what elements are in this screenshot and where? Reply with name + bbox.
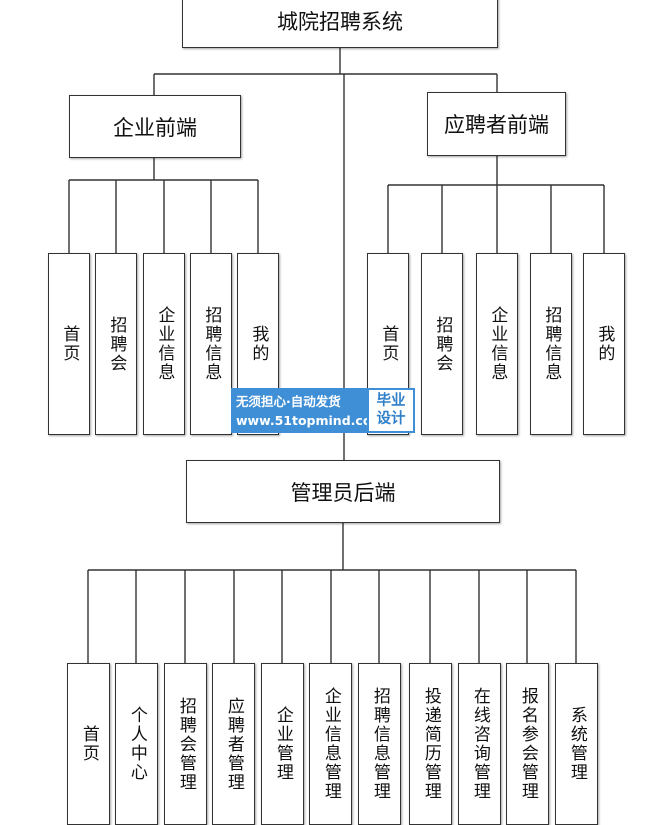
applicant-module-node: 招聘信息 bbox=[530, 253, 572, 435]
admin-module-label: 系统管理 bbox=[566, 706, 587, 782]
applicant-module-label: 我的 bbox=[594, 325, 615, 363]
applicant-module-node: 我的 bbox=[583, 253, 625, 435]
admin-module-node: 应聘者管理 bbox=[212, 663, 255, 825]
enterprise-module-label: 企业信息 bbox=[154, 306, 175, 382]
admin-module-label: 个人中心 bbox=[126, 706, 147, 782]
admin-module-node: 在线咨询管理 bbox=[458, 663, 501, 825]
watermark-badge: 无须担心·自动发货 www.51topmind.com 毕业 设计 bbox=[231, 388, 415, 433]
admin-module-label: 应聘者管理 bbox=[223, 696, 244, 792]
enterprise-module-label: 招聘会 bbox=[106, 315, 127, 373]
root-label: 城院招聘系统 bbox=[277, 10, 403, 34]
root-node: 城院招聘系统 bbox=[182, 0, 498, 48]
applicant-module-label: 企业信息 bbox=[487, 306, 508, 382]
watermark-logo-line: 设计 bbox=[376, 411, 406, 427]
admin-module-node: 企业管理 bbox=[261, 663, 304, 825]
enterprise-module-label: 我的 bbox=[248, 325, 269, 363]
admin-module-node: 招聘会管理 bbox=[164, 663, 207, 825]
admin-module-node: 投递简历管理 bbox=[409, 663, 452, 825]
admin-module-label: 投递简历管理 bbox=[420, 687, 441, 801]
admin-module-node: 个人中心 bbox=[115, 663, 158, 825]
applicant-module-node: 企业信息 bbox=[476, 253, 518, 435]
watermark-logo: 毕业 设计 bbox=[367, 388, 415, 433]
admin-module-label: 企业信息管理 bbox=[320, 687, 341, 801]
admin-backend-label: 管理员后端 bbox=[290, 480, 396, 505]
applicant-module-node: 招聘会 bbox=[421, 253, 463, 435]
admin-module-label: 招聘信息管理 bbox=[369, 687, 390, 801]
watermark-logo-line: 毕业 bbox=[376, 393, 406, 409]
applicant-module-label: 首页 bbox=[378, 325, 399, 363]
admin-module-node: 系统管理 bbox=[555, 663, 598, 825]
watermark-text: 无须担心·自动发货 www.51topmind.com bbox=[231, 388, 367, 433]
admin-module-node: 企业信息管理 bbox=[309, 663, 352, 825]
applicant-frontend-node: 应聘者前端 bbox=[427, 92, 566, 156]
admin-backend-node: 管理员后端 bbox=[186, 460, 500, 523]
enterprise-frontend-label: 企业前端 bbox=[113, 115, 197, 140]
enterprise-frontend-node: 企业前端 bbox=[69, 95, 241, 158]
admin-module-label: 首页 bbox=[78, 725, 99, 763]
applicant-module-label: 招聘信息 bbox=[541, 306, 562, 382]
admin-module-label: 报名参会管理 bbox=[517, 687, 538, 801]
enterprise-module-node: 招聘信息 bbox=[190, 253, 232, 435]
enterprise-module-label: 招聘信息 bbox=[201, 306, 222, 382]
admin-module-label: 在线咨询管理 bbox=[469, 687, 490, 801]
applicant-module-label: 招聘会 bbox=[432, 315, 453, 373]
watermark-slogan: 无须担心·自动发货 bbox=[236, 394, 341, 409]
enterprise-module-node: 招聘会 bbox=[95, 253, 137, 435]
enterprise-module-node: 首页 bbox=[48, 253, 90, 435]
admin-module-node: 首页 bbox=[67, 663, 110, 825]
admin-module-node: 招聘信息管理 bbox=[358, 663, 401, 825]
enterprise-module-label: 首页 bbox=[59, 325, 80, 363]
admin-module-label: 招聘会管理 bbox=[175, 696, 196, 792]
admin-module-node: 报名参会管理 bbox=[506, 663, 549, 825]
admin-module-label: 企业管理 bbox=[272, 706, 293, 782]
watermark-url: www.51topmind.com bbox=[236, 413, 367, 428]
enterprise-module-node: 企业信息 bbox=[143, 253, 185, 435]
applicant-frontend-label: 应聘者前端 bbox=[444, 113, 549, 137]
